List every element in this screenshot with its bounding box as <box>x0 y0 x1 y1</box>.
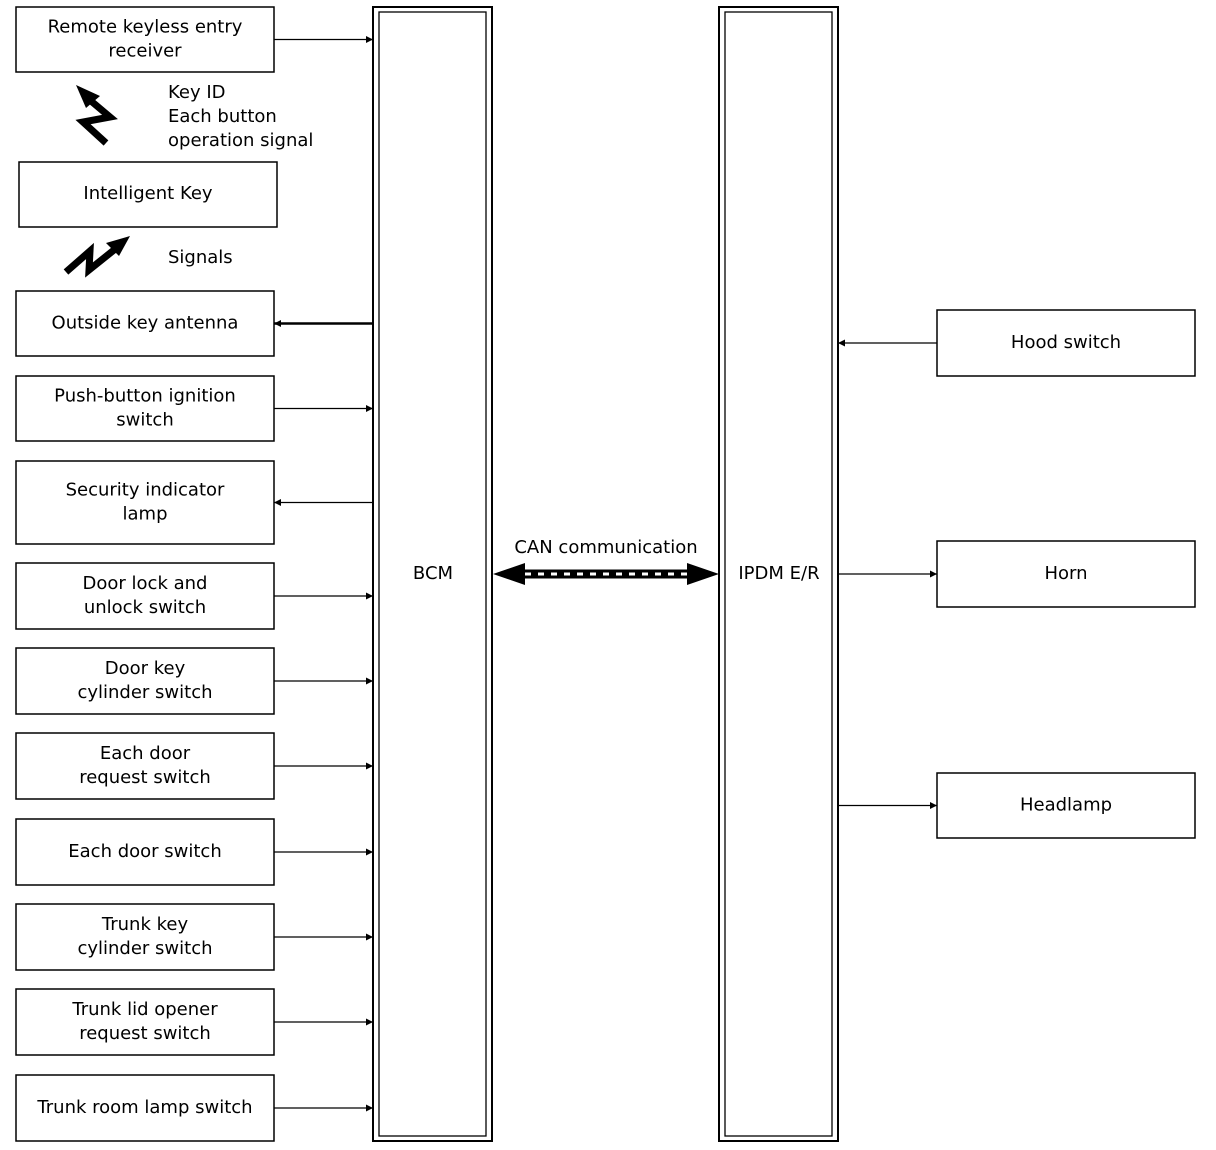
bcm-label: BCM <box>413 563 453 584</box>
ipdm-label: IPDM E/R <box>738 563 819 584</box>
trunk-lid-opener-request-switch-box: Trunk lid opener request switch <box>15 988 373 1056</box>
headlamp-label: Headlamp <box>1020 795 1112 816</box>
door-lock-and-unlock-switch-label: unlock switch <box>84 597 206 618</box>
can-arrow-right <box>687 563 719 585</box>
door-key-cylinder-switch-label: Door key <box>105 658 186 679</box>
push-button-ignition-switch-label: Push-button ignition <box>54 386 236 407</box>
trunk-key-cylinder-switch-box: Trunk key cylinder switch <box>15 903 373 971</box>
security-indicator-lamp-label: lamp <box>123 504 168 525</box>
can-arrow-left <box>493 563 525 585</box>
key-id-signal-labels: Key ID Each button operation signal <box>168 82 313 151</box>
hood-switch-box: Hood switch <box>838 309 1196 377</box>
door-key-cylinder-switch-label: cylinder switch <box>77 682 212 703</box>
push-button-ignition-switch-label: switch <box>116 410 173 431</box>
signals-label: Signals <box>168 247 233 268</box>
remote-keyless-entry-receiver-label: Remote keyless entry <box>48 17 243 38</box>
headlamp-box: Headlamp <box>838 772 1196 839</box>
door-lock-and-unlock-switch-box: Door lock and unlock switch <box>15 562 373 630</box>
security-indicator-lamp-label: Security indicator <box>66 480 225 501</box>
remote-keyless-entry-receiver-label: receiver <box>108 41 182 62</box>
each-button-label: Each button <box>168 106 277 127</box>
security-indicator-lamp-box: Security indicator lamp <box>15 460 373 545</box>
trunk-key-cylinder-switch-label: cylinder switch <box>77 938 212 959</box>
intelligent-key-box: Intelligent Key <box>18 161 278 228</box>
key-id-label: Key ID <box>168 82 226 103</box>
trunk-room-lamp-switch-label: Trunk room lamp switch <box>36 1097 252 1118</box>
door-lock-and-unlock-switch-label: Door lock and <box>83 573 208 594</box>
horn-box: Horn <box>838 540 1196 608</box>
ipdm-unit: IPDM E/R <box>718 6 839 1142</box>
trunk-key-cylinder-switch-label: Trunk key <box>101 914 189 935</box>
door-key-cylinder-switch-box: Door key cylinder switch <box>15 647 373 715</box>
remote-keyless-entry-receiver-box: Remote keyless entry receiver <box>15 6 373 73</box>
intelligent-key-label: Intelligent Key <box>83 183 213 204</box>
wireless-signal-up-icon <box>75 85 118 146</box>
operation-signal-label: operation signal <box>168 130 313 151</box>
each-door-request-switch-box: Each door request switch <box>15 732 373 800</box>
each-door-switch-box: Each door switch <box>15 818 373 886</box>
each-door-switch-label: Each door switch <box>68 841 221 862</box>
horn-label: Horn <box>1044 563 1087 584</box>
outside-key-antenna-label: Outside key antenna <box>52 313 239 334</box>
trunk-lid-opener-request-switch-label: request switch <box>79 1023 211 1044</box>
trunk-lid-opener-request-switch-label: Trunk lid opener <box>71 999 218 1020</box>
outside-key-antenna-box: Outside key antenna <box>15 290 373 357</box>
can-communication-link: CAN communication <box>493 537 719 585</box>
each-door-request-switch-label: request switch <box>79 767 211 788</box>
hood-switch-label: Hood switch <box>1011 332 1121 353</box>
wireless-signal-antenna-icon <box>63 236 130 278</box>
bcm-unit: BCM <box>372 6 493 1142</box>
push-button-ignition-switch-box: Push-button ignition switch <box>15 375 373 442</box>
trunk-room-lamp-switch-box: Trunk room lamp switch <box>15 1074 373 1142</box>
can-communication-label: CAN communication <box>514 537 697 558</box>
each-door-request-switch-label: Each door <box>100 743 191 764</box>
